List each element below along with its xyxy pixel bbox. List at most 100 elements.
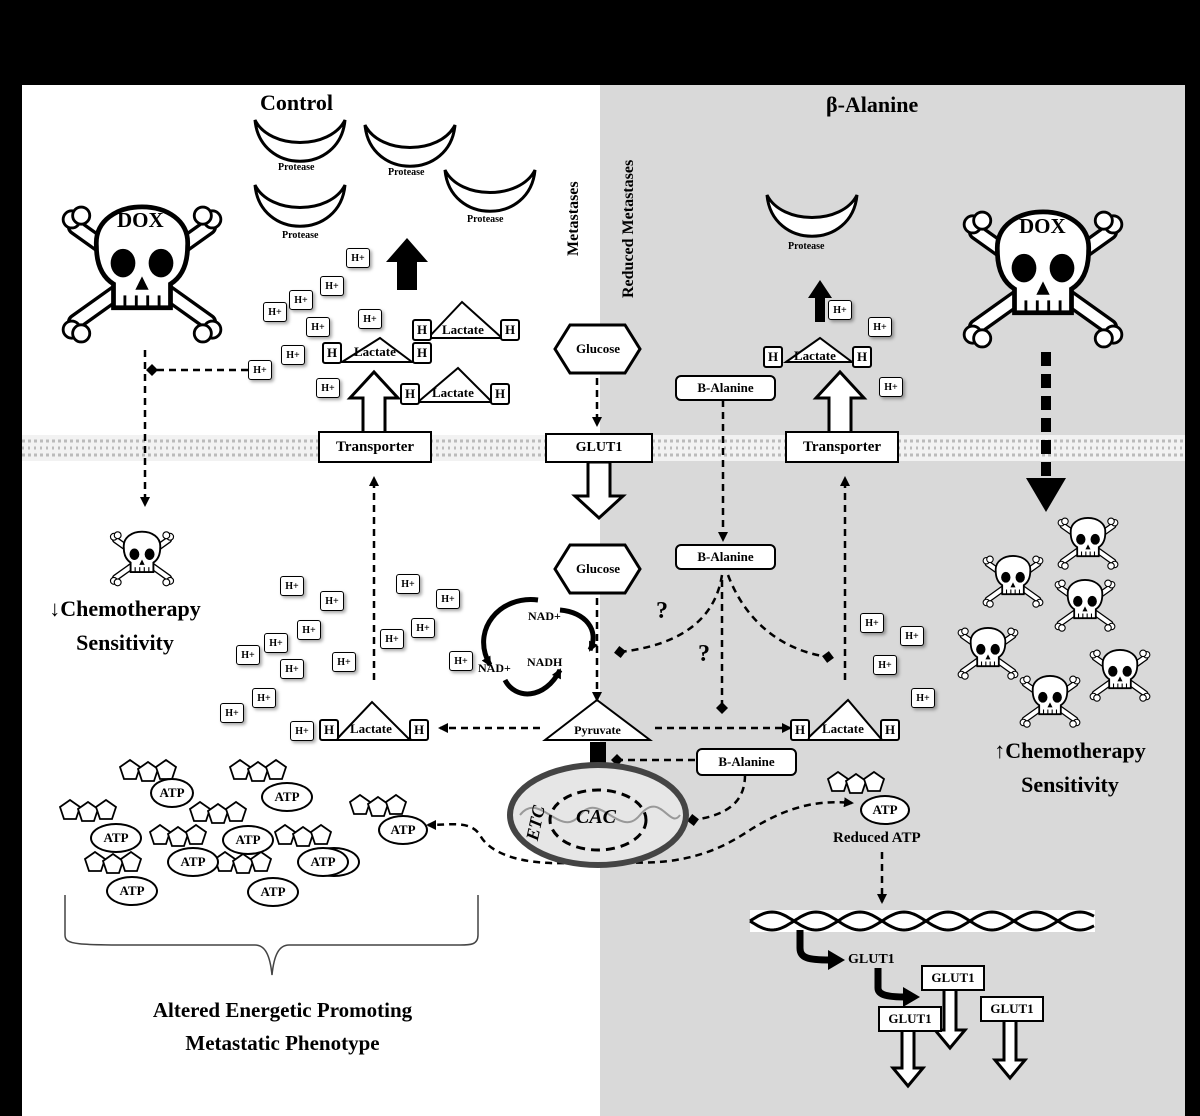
chemo-down-line2: Sensitivity: [76, 630, 174, 655]
atp-molecule: ATP: [90, 823, 142, 853]
h-box: H: [412, 319, 432, 341]
protease-label: Protease: [388, 167, 425, 178]
control-title: Control: [260, 90, 333, 115]
h-plus-ion: H+: [396, 574, 420, 594]
protease-label: Protease: [788, 241, 825, 252]
h-plus-ion: H+: [860, 613, 884, 633]
h-plus-ion: H+: [290, 721, 314, 741]
glucose-intracellular: Glucose: [575, 561, 621, 576]
h-plus-ion: H+: [868, 317, 892, 337]
atp-molecule: ATP: [860, 795, 910, 825]
nadh-label: NADH: [527, 655, 563, 669]
h-box: H: [500, 319, 520, 341]
h-box: H: [400, 383, 420, 405]
h-box: H: [852, 346, 872, 368]
reduced-atp-label: Reduced ATP: [833, 830, 921, 846]
h-plus-ion: H+: [411, 618, 435, 638]
chemo-down-line1: ↓Chemotherapy: [49, 596, 201, 621]
cac-label: CAC: [576, 806, 617, 828]
h-box: H: [412, 342, 432, 364]
altered-line2: Metastatic Phenotype: [185, 1031, 380, 1055]
question-mark: ?: [656, 598, 668, 624]
h-plus-ion: H+: [316, 378, 340, 398]
b-alanine-extracellular: B-Alanine: [675, 375, 776, 401]
lactate-label: Lactate: [432, 385, 474, 400]
lactate-label: Lactate: [822, 721, 864, 736]
chemo-up-line1: ↑Chemotherapy: [994, 738, 1146, 763]
chemo-sensitivity-down: ↓Chemotherapy Sensitivity: [10, 592, 240, 660]
transporter-beta: Transporter: [785, 431, 899, 463]
b-alanine-etc: B-Alanine: [696, 748, 797, 776]
reduced-metastases-label: Reduced Metastases: [620, 159, 637, 298]
lactate-label: Lactate: [354, 344, 396, 359]
atp-molecule: ATP: [261, 782, 313, 812]
b-alanine-intracellular: B-Alanine: [675, 544, 776, 570]
nad-plus-label-bottom: NAD+: [478, 661, 511, 675]
h-plus-ion: H+: [449, 651, 473, 671]
h-box: H: [763, 346, 783, 368]
chemo-up-line2: Sensitivity: [1021, 772, 1119, 797]
h-plus-ion: H+: [332, 652, 356, 672]
atp-molecule: ATP: [247, 877, 299, 907]
glut1-protein: GLUT1: [921, 965, 985, 991]
glut1-protein: GLUT1: [878, 1006, 942, 1032]
h-box: H: [790, 719, 810, 741]
nad-plus-label-top: NAD+: [528, 609, 561, 623]
lactate-label: Lactate: [442, 322, 484, 337]
protease-label: Protease: [467, 214, 504, 225]
atp-molecule: ATP: [167, 847, 219, 877]
h-plus-ion: H+: [320, 276, 344, 296]
protease-label: Protease: [278, 162, 315, 173]
h-plus-ion: H+: [280, 659, 304, 679]
h-box: H: [490, 383, 510, 405]
glut1-membrane: GLUT1: [545, 433, 653, 463]
atp-molecule: ATP: [297, 847, 349, 877]
h-box: H: [319, 719, 339, 741]
atp-molecule: ATP: [378, 815, 428, 845]
dox-label-control: DOX: [117, 208, 164, 232]
h-plus-ion: H+: [346, 248, 370, 268]
lactate-label: Lactate: [794, 348, 836, 363]
h-plus-ion: H+: [911, 688, 935, 708]
h-plus-ion: H+: [281, 345, 305, 365]
h-plus-ion: H+: [220, 703, 244, 723]
glucose-extracellular: Glucose: [575, 341, 621, 356]
h-box: H: [880, 719, 900, 741]
pyruvate-label: Pyruvate: [574, 723, 621, 737]
altered-phenotype-label: Altered Energetic Promoting Metastatic P…: [60, 994, 505, 1060]
protease-label: Protease: [282, 230, 319, 241]
h-plus-ion: H+: [248, 360, 272, 380]
h-plus-ion: H+: [879, 377, 903, 397]
transporter-control: Transporter: [318, 431, 432, 463]
h-plus-ion: H+: [320, 591, 344, 611]
beta-alanine-title: β-Alanine: [826, 92, 919, 117]
altered-line1: Altered Energetic Promoting: [152, 998, 413, 1022]
h-plus-ion: H+: [297, 620, 321, 640]
h-plus-ion: H+: [873, 655, 897, 675]
h-plus-ion: H+: [263, 302, 287, 322]
glut1-protein: GLUT1: [980, 996, 1044, 1022]
h-plus-ion: H+: [306, 317, 330, 337]
h-plus-ion: H+: [900, 626, 924, 646]
h-plus-ion: H+: [358, 309, 382, 329]
h-plus-ion: H+: [252, 688, 276, 708]
glut1-gene-label: GLUT1: [848, 952, 895, 967]
metastases-label: Metastases: [565, 181, 582, 256]
h-plus-ion: H+: [280, 576, 304, 596]
lactate-label: Lactate: [350, 721, 392, 736]
h-plus-ion: H+: [289, 290, 313, 310]
dox-label-beta: DOX: [1019, 214, 1066, 238]
h-plus-ion: H+: [828, 300, 852, 320]
h-box: H: [409, 719, 429, 741]
atp-molecule: ATP: [150, 778, 194, 808]
h-plus-ion: H+: [380, 629, 404, 649]
h-box: H: [322, 342, 342, 364]
h-plus-ion: H+: [436, 589, 460, 609]
atp-molecule: ATP: [106, 876, 158, 906]
chemo-sensitivity-up: ↑Chemotherapy Sensitivity: [955, 734, 1185, 802]
atp-molecule: ATP: [222, 825, 274, 855]
h-plus-ion: H+: [264, 633, 288, 653]
h-plus-ion: H+: [236, 645, 260, 665]
